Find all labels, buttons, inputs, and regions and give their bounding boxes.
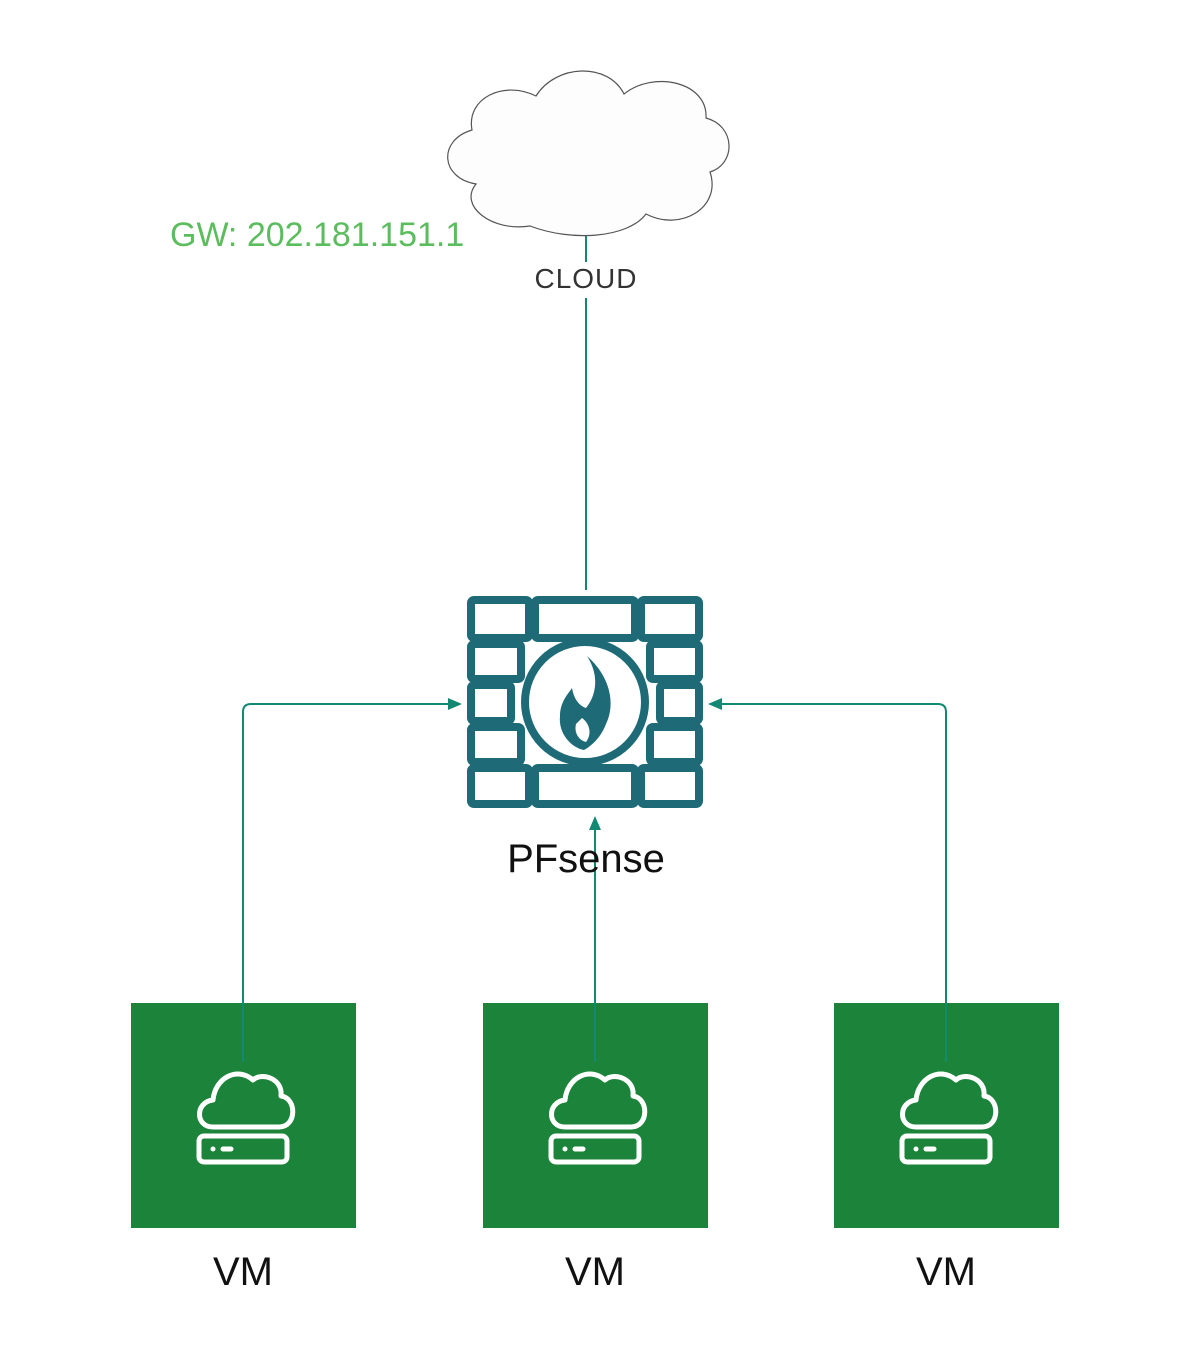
vm-label: VM bbox=[565, 1250, 625, 1294]
firewall-icon bbox=[467, 596, 703, 808]
cloud-server-icon bbox=[548, 1071, 648, 1165]
cloud-label: CLOUD bbox=[534, 263, 637, 294]
vm-label: VM bbox=[213, 1250, 273, 1294]
firewall-node[interactable]: PFsense bbox=[467, 596, 703, 881]
vm-label: VM bbox=[916, 1250, 976, 1294]
vm-right-link bbox=[708, 698, 947, 1062]
cloud-icon bbox=[447, 70, 730, 237]
cloud-node[interactable]: CLOUD bbox=[447, 70, 730, 294]
vm-left-link bbox=[242, 698, 462, 1062]
cloud-server-icon bbox=[899, 1071, 999, 1165]
gateway-label: GW: 202.181.151.1 bbox=[170, 216, 464, 254]
firewall-label: PFsense bbox=[507, 837, 665, 881]
cloud-server-icon bbox=[196, 1071, 296, 1165]
